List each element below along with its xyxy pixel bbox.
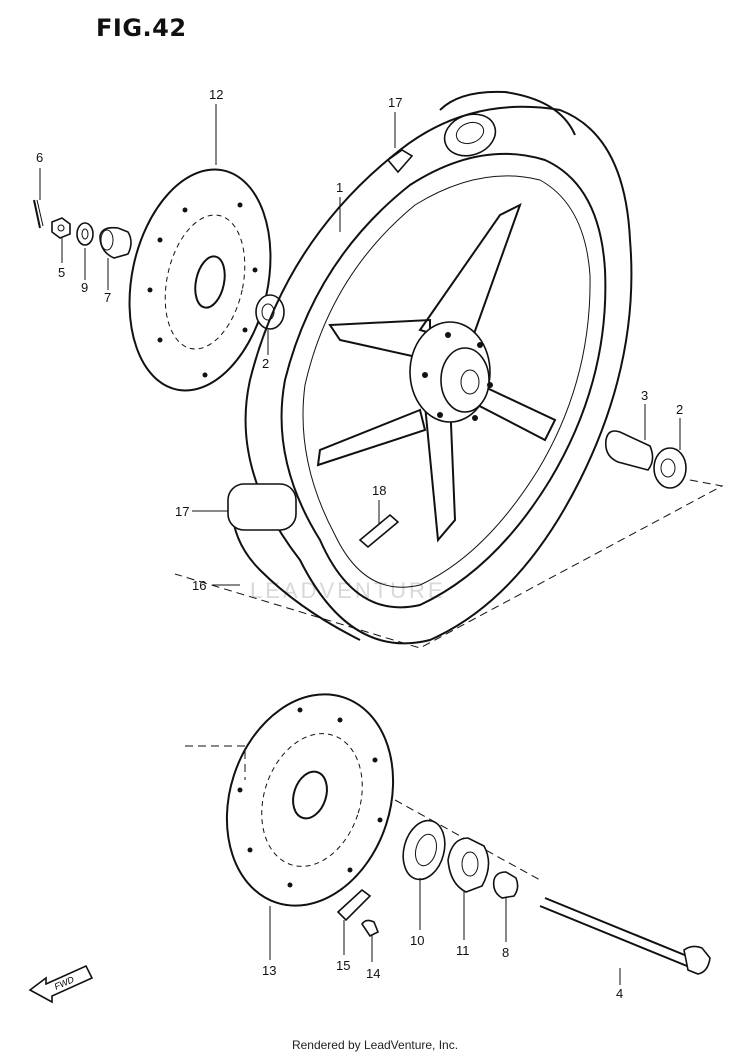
axle-nut-part [51,217,71,239]
air-valve-part [358,513,400,549]
callout-5: 5 [58,265,65,280]
callout-4: 4 [616,986,623,1001]
render-credit: Rendered by LeadVenture, Inc. [291,1038,459,1052]
callout-2-upper: 2 [262,356,269,371]
front-axle-part [539,897,711,975]
tire-valve-part [386,149,414,174]
callout-8: 8 [502,945,509,960]
callout-14: 14 [366,966,380,981]
axle-collar-part [492,871,519,899]
callout-3: 3 [641,388,648,403]
spacer-part [604,430,654,471]
cast-wheel-assembly [227,90,633,645]
callout-9: 9 [81,280,88,295]
disc-bolt-part [361,919,380,938]
disc-lock-washer-part [336,888,372,922]
speedometer-gearbox-part [447,837,490,893]
callout-18: 18 [372,483,386,498]
figure-title: FIG.42 [96,14,187,42]
washer-part [76,222,94,246]
callout-2-right: 2 [676,402,683,417]
callout-1: 1 [336,180,343,195]
callout-7: 7 [104,290,111,305]
bearing-part-upper [255,294,285,330]
upper-brake-disc [128,168,272,392]
watermark-text: LEADVENTURE [250,578,446,603]
callout-13: 13 [262,963,276,978]
cotter-pin-part [33,199,44,229]
bearing-part-right [653,447,687,489]
callout-6: 6 [36,150,43,165]
dust-seal-part [402,819,446,881]
callout-16: 16 [192,578,206,593]
lower-brake-disc [225,693,395,907]
callout-10: 10 [410,933,424,948]
callout-11: 11 [456,943,470,958]
callout-17-upper: 17 [388,95,402,110]
callout-15: 15 [336,958,350,973]
callout-labels: 12 6 5 9 7 2 17 1 3 2 18 17 16 13 15 14 … [36,87,683,1001]
collar-part [99,226,132,259]
callout-17-lower: 17 [175,504,189,519]
forward-direction-arrow: FWD [28,964,94,1004]
callout-12: 12 [209,87,223,102]
leader-lines [39,104,681,985]
